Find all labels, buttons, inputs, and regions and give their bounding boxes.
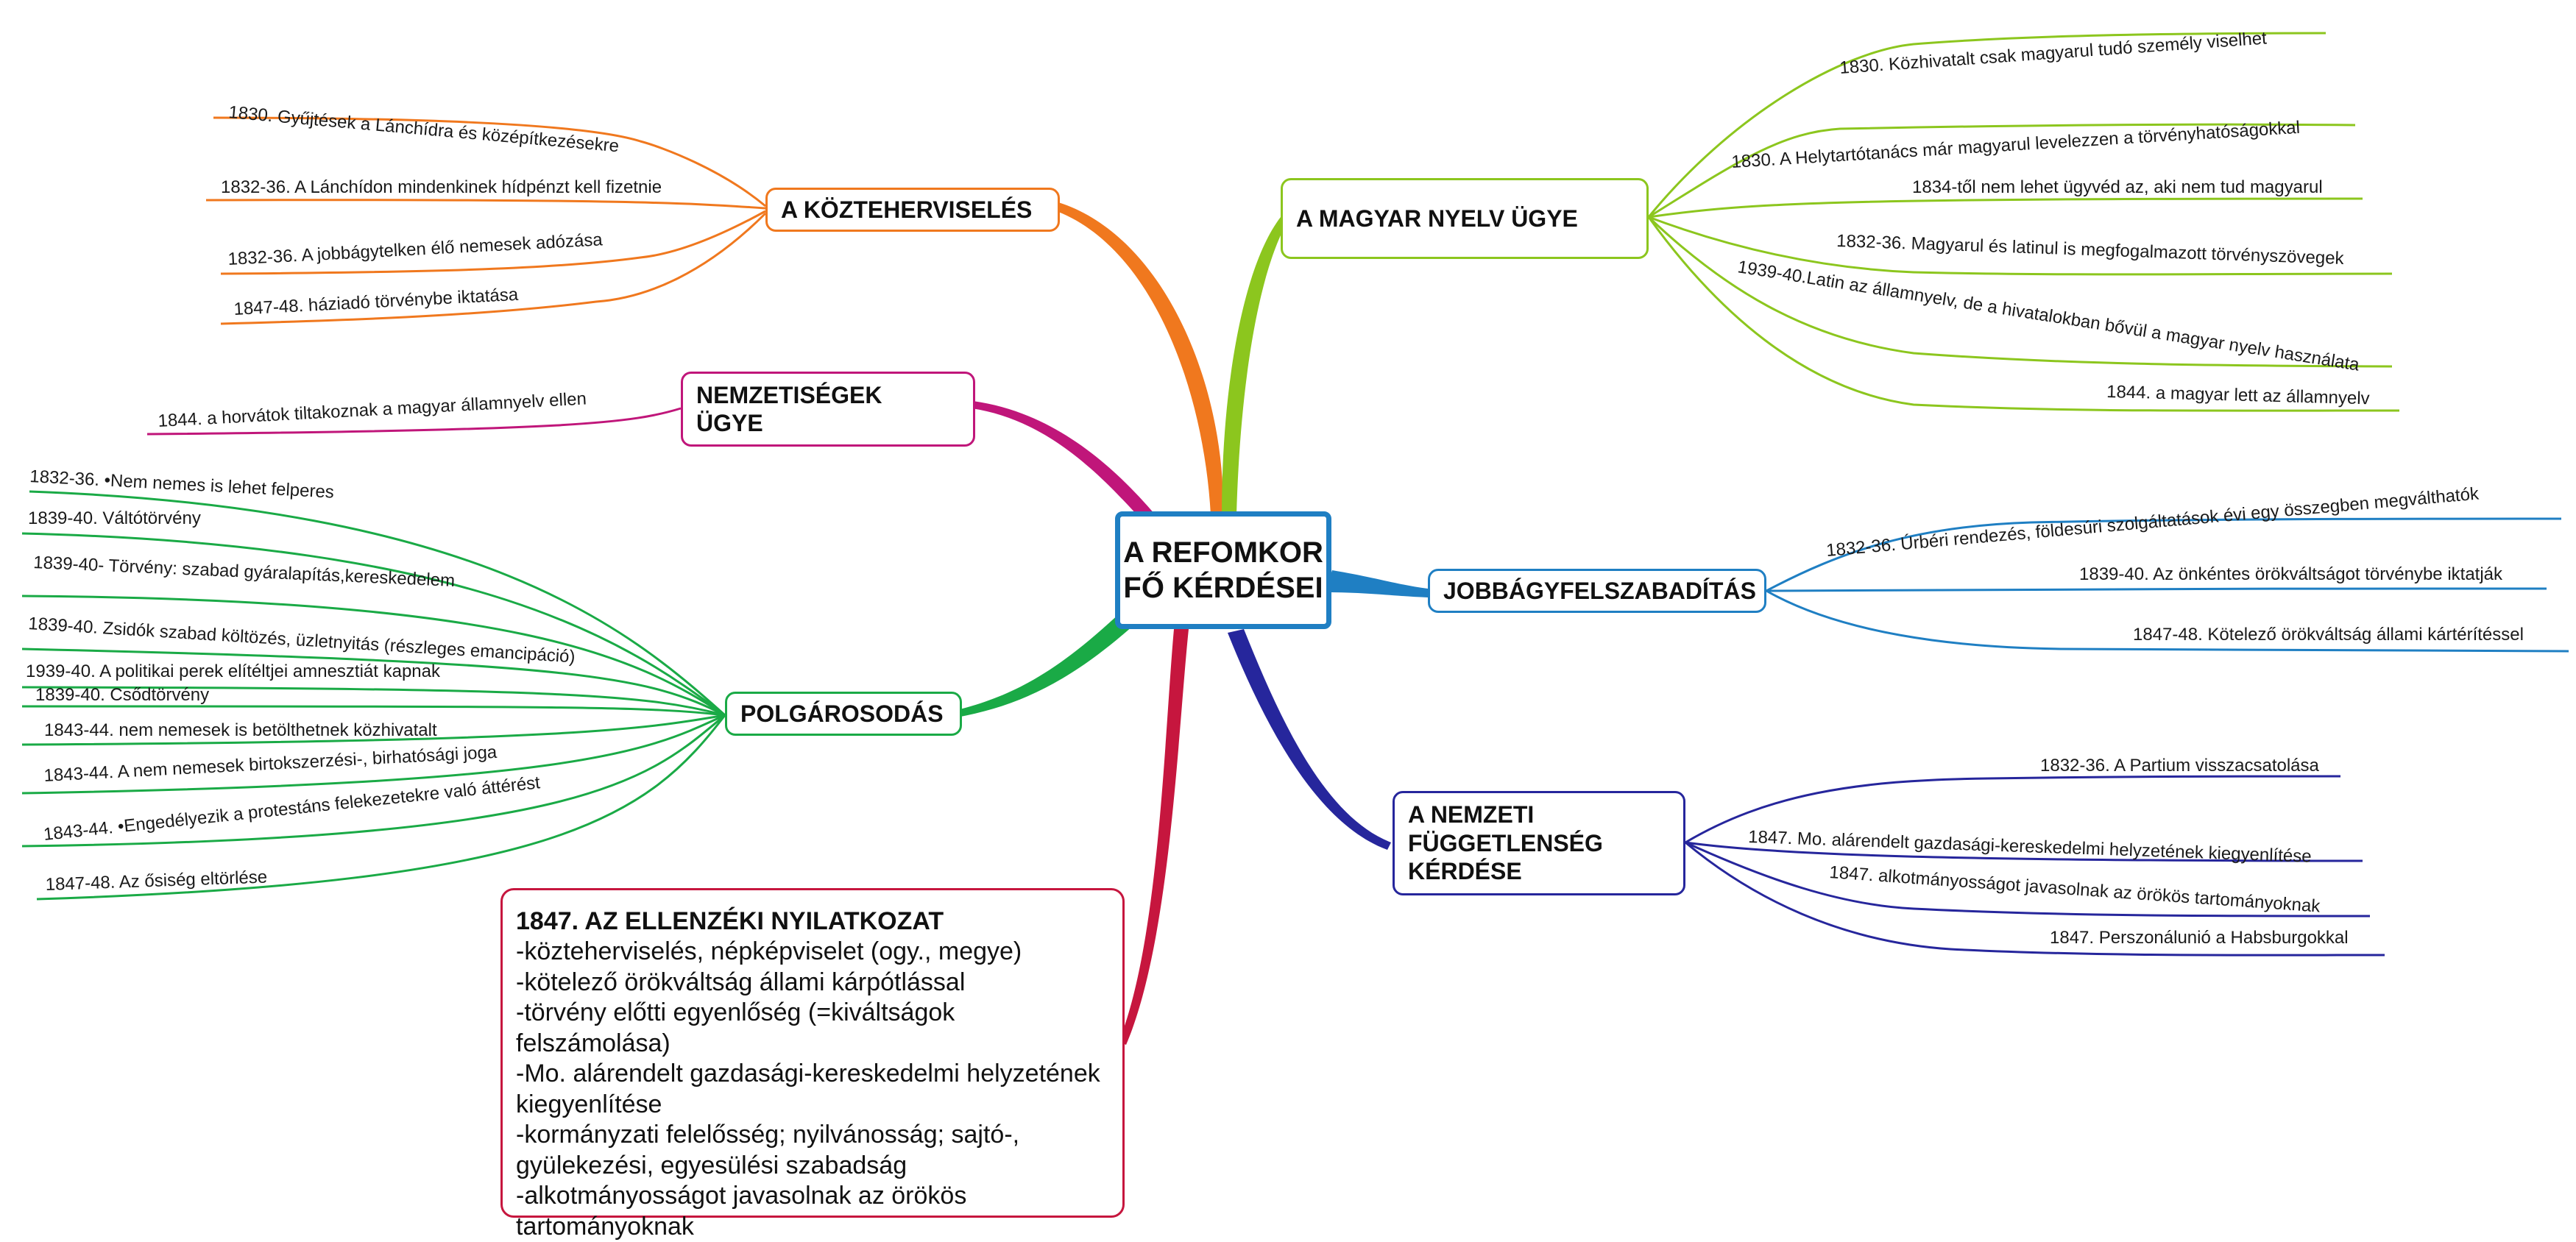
leaf-line-jobbagy-2 (1766, 587, 2547, 592)
branch-magyar (1222, 217, 1288, 515)
leaf-jobbagy-3: 1847-48. Kötelező örökváltság állami kár… (2133, 625, 2524, 645)
topic-nemzetisegek-line2: ÜGYE (696, 410, 763, 436)
topic-nemzetisegek-line1: NEMZETISÉGEK (696, 381, 882, 408)
note-line-3: -törvény előtti egyenlőség (=kiváltságok… (516, 998, 955, 1057)
note-line-7: gyülekezési, egyesülési szabadság (516, 1151, 907, 1179)
note-line-9: tartományoknak (516, 1212, 694, 1241)
topic-polgarosodas-label: POLGÁROSODÁS (740, 700, 944, 727)
topic-fuggetlenseg-line1: A NEMZETI (1408, 801, 1535, 828)
branch-fugg (1228, 629, 1391, 850)
leaf-texts: 1830. Gyűjtések a Lánchídra és középítke… (26, 28, 2524, 948)
branch-kozteher (1052, 202, 1224, 515)
central-topic-line2: FŐ KÉRDÉSEI (1123, 572, 1323, 604)
leaf-line-polgar-4 (21, 647, 726, 717)
leaf-line-polgar-8 (21, 714, 726, 795)
leaf-line-polgar-7 (21, 714, 726, 746)
topic-jobbagyfelszabaditas: JOBBÁGYFELSZABADÍTÁS (1428, 569, 1766, 613)
leaf-polgar-4: 1839-40. Zsidók szabad költözés, üzletny… (28, 614, 576, 667)
leaf-polgar-2: 1839-40. Váltótörvény (28, 508, 201, 528)
leaf-jobbagy-2: 1839-40. Az önkéntes örökváltságot törvé… (2079, 564, 2503, 584)
topic-jobbagyfelszabaditas-label: JOBBÁGYFELSZABADÍTÁS (1443, 577, 1756, 604)
leaf-nemzetiseg-1: 1844. a horvátok tiltakoznak a magyar ál… (158, 389, 587, 431)
leaf-line-magyar-5 (1647, 216, 2393, 368)
note-line-6: -kormányzati felelősség; nyilvánosság; s… (516, 1121, 1020, 1149)
leaf-line-kozteher-4 (220, 212, 767, 325)
leaf-fugg-2: 1847. Mo. alárendelt gazdasági-kereskede… (1748, 827, 2312, 867)
leaf-polgar-1: 1832-36. •Nem nemes is lehet felperes (29, 466, 335, 503)
note-line-5: kiegyenlítése (516, 1090, 662, 1118)
leaf-kozteher-2: 1832-36. A Lánchídon mindenkinek hídpénz… (221, 177, 662, 197)
leaf-kozteher-3: 1832-36. A jobbágytelken élő nemesek adó… (227, 230, 604, 269)
topic-kozteherviseles-label: A KÖZTEHERVISELÉS (781, 196, 1033, 223)
central-topic-line1: A REFOMKOR (1123, 536, 1323, 569)
leaf-line-magyar-1 (1647, 32, 2326, 218)
leaf-line-nemzetiseg-1 (146, 407, 682, 436)
leaf-polgar-3: 1839-40- Törvény: szabad gyáralapítás,ke… (33, 553, 456, 591)
leaf-line-polgar-10 (36, 714, 726, 901)
leaf-line-magyar-2 (1648, 123, 2356, 219)
topic-polgarosodas: POLGÁROSODÁS (725, 692, 962, 736)
leaf-line-kozteher-2 (205, 199, 766, 210)
leaf-line-magyar-6 (1647, 216, 2400, 412)
leaf-polgar-6: 1839-40. Csődtörvény (35, 685, 209, 705)
central-topic: A REFOMKOR FŐ KÉRDÉSEI (1115, 511, 1331, 629)
leaf-line-kozteher-1 (213, 116, 766, 207)
leaf-polgar-5: 1939-40. A politikai perek elítéltjei am… (26, 661, 441, 681)
leaf-line-polgar-3 (21, 595, 726, 717)
note-title: 1847. AZ ELLENZÉKI NYILATKOZAT (516, 907, 944, 935)
topic-nemzeti-fuggetlenseg: A NEMZETI FÜGGETLENSÉG KÉRDÉSE (1393, 791, 1685, 895)
leaf-line-jobbagy-1 (1766, 517, 2562, 592)
leaf-line-jobbagy-3 (1766, 589, 2569, 653)
topic-magyar-nyelv: A MAGYAR NYELV ÜGYE (1281, 178, 1649, 259)
note-line-2: -kötelező örökváltság állami kárpótlássa… (516, 968, 966, 996)
leaf-polgar-7: 1843-44. nem nemesek is betölthetnek köz… (44, 720, 437, 740)
topic-nemzetisegek: NEMZETISÉGEK ÜGYE (681, 372, 975, 447)
note-line-4: -Mo. alárendelt gazdasági-kereskedelmi h… (516, 1060, 1100, 1088)
ellenzeki-nyilatkozat-note: 1847. AZ ELLENZÉKI NYILATKOZAT -közteher… (500, 888, 1125, 1241)
leaf-line-polgar-1 (29, 490, 726, 717)
leaf-magyar-4: 1832-36. Magyarul és latinul is megfogal… (1836, 231, 2345, 269)
topic-fuggetlenseg-line3: KÉRDÉSE (1408, 858, 1522, 885)
leaf-line-fugg-1 (1685, 775, 2341, 844)
leaf-polgar-10: 1847-48. Az ősiség eltörlése (45, 867, 267, 895)
leaf-line-kozteher-3 (220, 210, 766, 275)
leaf-jobbagy-1: 1832-36. Úrbéri rendezés, földesúri szol… (1825, 483, 2480, 561)
branch-jobbagy (1325, 570, 1428, 597)
leaf-magyar-6: 1844. a magyar lett az államnyelv (2106, 382, 2370, 408)
leaf-line-polgar-2 (21, 532, 726, 717)
leaf-line-fugg-3 (1685, 841, 2371, 918)
topic-kozteherviseles: A KÖZTEHERVISELÉS (765, 188, 1060, 232)
leaf-line-magyar-4 (1648, 216, 2393, 276)
leaf-kozteher-4: 1847-48. háziadó törvénybe iktatása (233, 285, 519, 319)
leaf-polgar-8: 1843-44. A nem nemesek birtokszerzési-, … (43, 742, 498, 786)
note-line-1: -közteherviselés, népképviselet (ogy., m… (516, 937, 1022, 966)
branch-nemzetiseg (972, 401, 1156, 515)
topic-magyar-nyelv-label: A MAGYAR NYELV ÜGYE (1296, 205, 1578, 232)
leaf-line-magyar-3 (1648, 197, 2363, 219)
leaf-line-fugg-4 (1685, 841, 2385, 957)
note-line-8: -alkotmányosságot javasolnak az örökös (516, 1182, 967, 1210)
leaf-line-polgar-6 (21, 705, 726, 717)
leaf-line-fugg-2 (1685, 841, 2363, 862)
branch-polgar (957, 611, 1133, 717)
branch-note (1119, 629, 1189, 1045)
leaf-fugg-4: 1847. Perszonálunió a Habsburgokkal (2050, 928, 2349, 948)
topic-fuggetlenseg-line2: FÜGGETLENSÉG (1408, 829, 1603, 856)
leaf-fugg-1: 1832-36. A Partium visszacsatolása (2040, 756, 2320, 776)
leaf-polgar-9: 1843-44. •Engedélyezik a protestáns fele… (43, 773, 542, 845)
leaf-line-polgar-5 (21, 686, 726, 717)
leaf-line-polgar-9 (21, 714, 726, 848)
leaf-lines (21, 32, 2569, 957)
leaf-magyar-3: 1834-től nem lehet ügyvéd az, aki nem tu… (1912, 177, 2323, 197)
